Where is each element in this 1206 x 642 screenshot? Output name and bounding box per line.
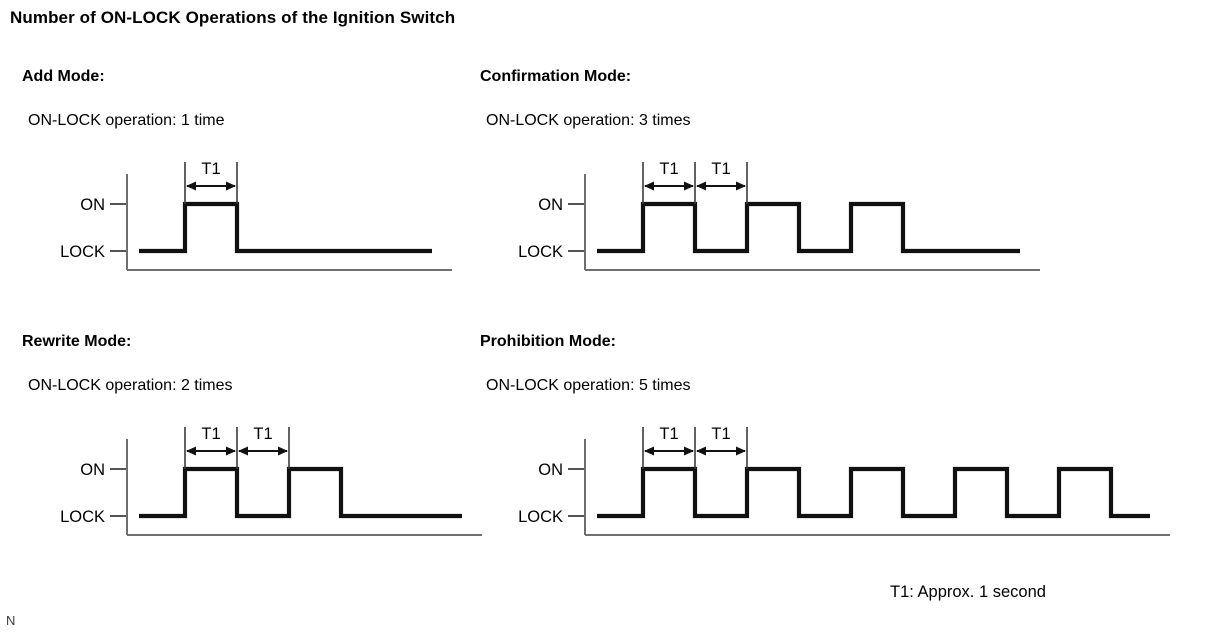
t1-arrow-head-right [684,446,694,456]
footer-note: T1: Approx. 1 second [890,583,1046,601]
t1-arrow-head-left [238,446,248,456]
axis-label-on: ON [80,196,105,214]
waveform-svg: ON LOCK T1 [60,160,454,271]
t1-arrow-head-right [278,446,288,456]
t1-arrow-head-left [186,446,196,456]
axis-label-lock: LOCK [60,508,105,526]
axis-label-lock: LOCK [518,508,563,526]
axis-label-lock: LOCK [60,243,105,261]
t1-label: T1 [201,425,220,443]
t1-arrow-head-right [736,446,746,456]
panel-title: Add Mode: [22,68,105,85]
t1-arrow-head-right [226,181,236,191]
t1-label: T1 [659,160,678,178]
panel-subtitle: ON-LOCK operation: 2 times [28,377,233,394]
panel-subtitle: ON-LOCK operation: 3 times [486,112,691,129]
t1-arrow-head-left [644,181,654,191]
axis-label-on: ON [80,461,105,479]
t1-label: T1 [659,425,678,443]
panel-title: Rewrite Mode: [22,333,132,350]
waveform-svg: ON LOCK T1 T1 [518,160,1042,271]
t1-arrow-head-right [684,181,694,191]
signal-trace [139,466,462,519]
t1-arrow-head-left [644,446,654,456]
waveform-svg: ON LOCK T1 T1 [518,425,1172,536]
waveform-figure-confirmation-mode: ON LOCK T1 T1 [480,148,1042,293]
panel-subtitle: ON-LOCK operation: 5 times [486,377,691,394]
t1-arrow-head-right [226,446,236,456]
t1-arrow-head-right [736,181,746,191]
signal-trace [597,201,1020,254]
t1-arrow-head-left [186,181,196,191]
axis-label-on: ON [538,196,563,214]
t1-arrow-head-left [696,446,706,456]
panel-subtitle: ON-LOCK operation: 1 time [28,112,225,129]
t1-label: T1 [253,425,272,443]
corner-mark: N [6,613,16,628]
signal-trace [139,201,432,254]
waveform-figure-add-mode: ON LOCK T1 [22,148,454,293]
axis-label-on: ON [538,461,563,479]
signal-trace [597,466,1150,519]
waveform-svg: ON LOCK T1 T1 [60,425,484,536]
axis-label-lock: LOCK [518,243,563,261]
panel-title: Confirmation Mode: [480,68,632,85]
t1-label: T1 [201,160,220,178]
page-title: Number of ON-LOCK Operations of the Igni… [10,8,456,27]
t1-arrow-head-left [696,181,706,191]
panel-title: Prohibition Mode: [480,333,616,350]
t1-label: T1 [711,425,730,443]
t1-label: T1 [711,160,730,178]
waveform-figure-prohibition-mode: ON LOCK T1 T1 [480,413,1172,558]
waveform-figure-rewrite-mode: ON LOCK T1 T1 [22,413,484,558]
